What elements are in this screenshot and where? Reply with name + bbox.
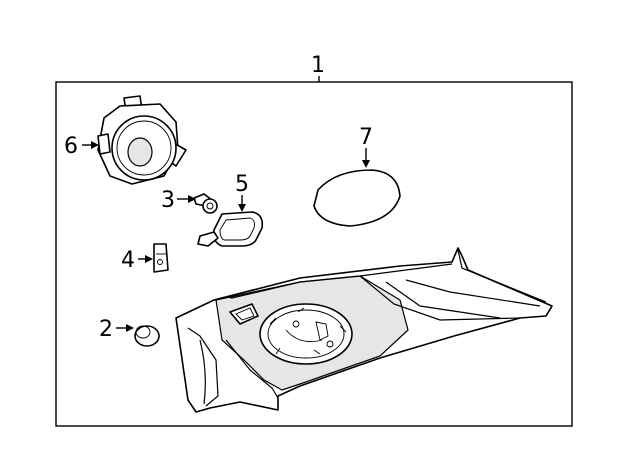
quarter-trim-panel: [175, 247, 553, 413]
callout-7: 7: [359, 125, 373, 150]
callout-3: 3: [161, 188, 175, 213]
callout-5: 5: [235, 172, 249, 197]
callout-2: 2: [99, 317, 113, 342]
screw-part-3: [193, 193, 218, 214]
assembly-frame: [55, 81, 573, 427]
callout-6: 6: [64, 134, 78, 159]
bracket-part-5: [197, 211, 264, 247]
pushpin-part-2: [134, 325, 160, 347]
clip-part-4: [153, 243, 169, 273]
callout-4: 4: [121, 248, 135, 273]
callout-1: 1: [311, 53, 325, 78]
speaker-part-6: [97, 95, 187, 185]
cover-part-7: [313, 169, 401, 227]
